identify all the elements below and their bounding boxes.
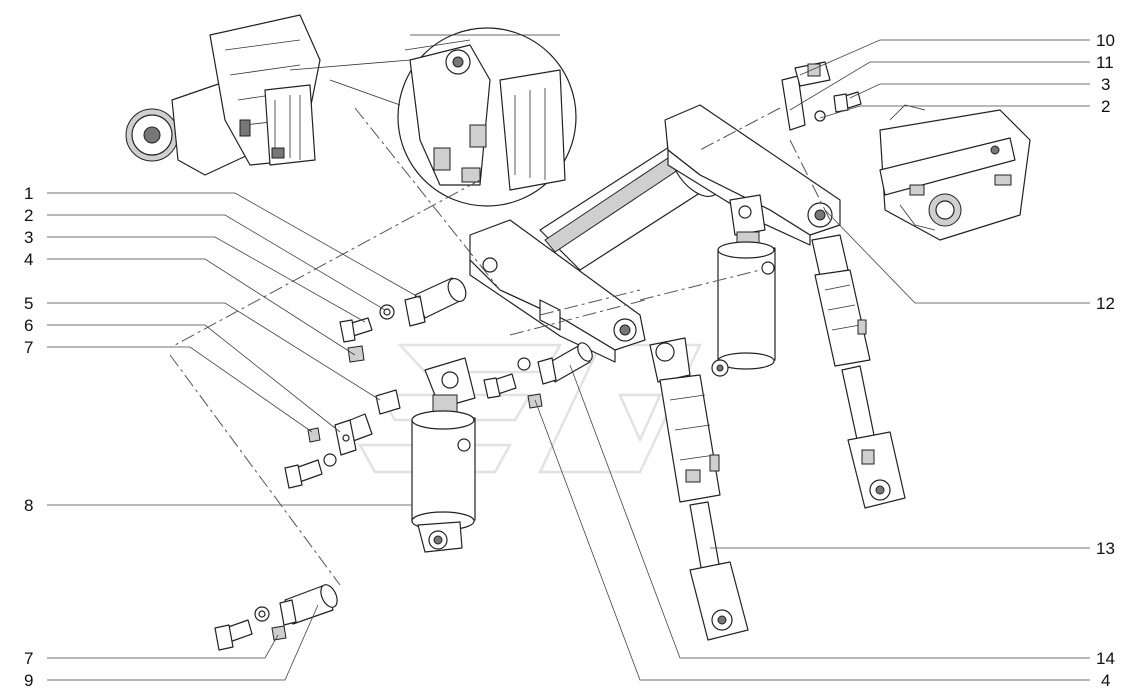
callout-label-3: 3 bbox=[24, 228, 33, 247]
left-lift-cylinder bbox=[411, 357, 476, 553]
callout-label-9: 9 bbox=[24, 671, 33, 690]
rear-hitch-inset bbox=[879, 104, 1031, 241]
callout-label-2-right: 2 bbox=[1101, 97, 1110, 116]
bracket-small bbox=[781, 61, 862, 131]
callout-label-6: 6 bbox=[24, 316, 33, 335]
callout-label-1: 1 bbox=[24, 184, 33, 203]
pin-assembly-upper bbox=[339, 277, 467, 363]
left-lift-rod bbox=[649, 337, 749, 641]
detail-magnifier bbox=[289, 27, 577, 207]
callout-label-7-lower: 7 bbox=[24, 649, 33, 668]
callout-label-10: 10 bbox=[1096, 31, 1115, 50]
tractor-inset bbox=[125, 14, 321, 176]
callout-label-2: 2 bbox=[24, 206, 33, 225]
right-lift-rod bbox=[811, 234, 906, 509]
callout-label-8: 8 bbox=[24, 496, 33, 515]
callout-label-12: 12 bbox=[1096, 294, 1115, 313]
right-lift-cylinder bbox=[711, 194, 776, 377]
callout-label-4-right: 4 bbox=[1101, 671, 1110, 690]
leader-lines bbox=[47, 39, 1090, 681]
pin-assembly-bottom bbox=[214, 584, 338, 651]
callout-label-4: 4 bbox=[24, 250, 33, 269]
left-bracket bbox=[469, 219, 646, 363]
callout-label-13: 13 bbox=[1096, 539, 1115, 558]
pin-assembly-middle bbox=[483, 342, 593, 409]
pin-assembly-lower bbox=[284, 389, 401, 489]
callout-labels: 1 2 3 4 5 6 7 8 7 9 10 11 3 2 12 13 14 4 bbox=[24, 31, 1115, 690]
right-bracket bbox=[664, 104, 841, 246]
callout-label-14: 14 bbox=[1096, 649, 1115, 668]
callout-label-7: 7 bbox=[24, 338, 33, 357]
callout-label-3-right: 3 bbox=[1101, 75, 1110, 94]
alignment-lines bbox=[169, 107, 831, 586]
callout-label-5: 5 bbox=[24, 294, 33, 313]
callout-label-11: 11 bbox=[1096, 53, 1114, 72]
